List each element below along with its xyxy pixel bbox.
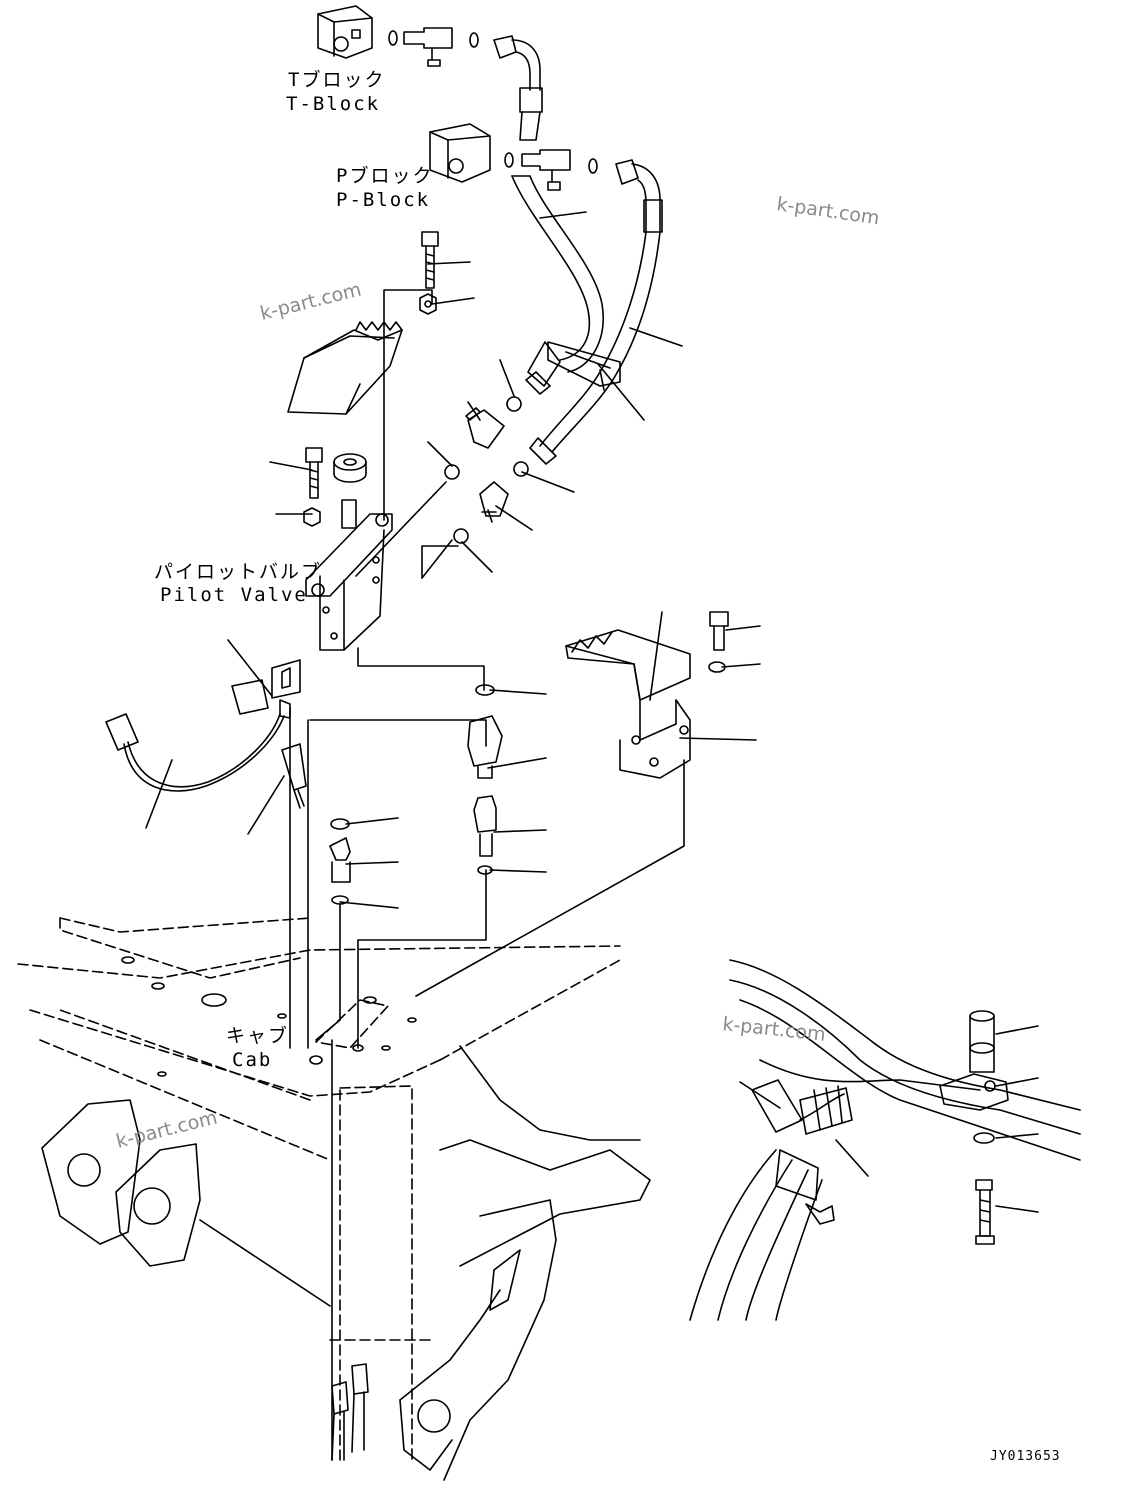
cab-label-en: Cab: [232, 1049, 272, 1071]
pilot-valve-body: [305, 499, 393, 651]
watermark-upper-left: k-part.com: [258, 278, 364, 324]
leader-lines: [145, 211, 761, 909]
t-block-part: [317, 5, 373, 59]
bracket: [565, 611, 729, 779]
pressure-switch-left: [329, 818, 351, 905]
t-block-hose: [493, 35, 543, 141]
t-block-fitting: [388, 27, 479, 67]
p-block-fitting: [504, 149, 598, 191]
pressure-switch-right: [467, 684, 503, 875]
machine-frame: [41, 1045, 651, 1481]
fitting-a: [444, 396, 522, 480]
pilot-valve-label-jp: パイロットバルブ: [154, 560, 322, 583]
harness-detail-inset: [689, 959, 1081, 1321]
bottom-pipes: [331, 1363, 369, 1461]
p-block-label-jp: Pブロック: [336, 164, 433, 187]
p-block-part: [429, 123, 491, 183]
t-block-label-en: T-Block: [286, 93, 380, 115]
bolt-left: [303, 447, 367, 527]
drawing-code: JY013653: [990, 1449, 1061, 1464]
cab-holes: [121, 956, 417, 1077]
p-block-hose: [529, 159, 663, 465]
sensor-harness: [105, 659, 307, 809]
cab-label-jp: キャブ: [226, 1024, 289, 1047]
hose-clamp: [547, 341, 621, 391]
fitting-b: [453, 461, 529, 544]
pedal: [287, 321, 403, 415]
bolt-upper: [419, 231, 439, 315]
watermark-lower-left: k-part.com: [114, 1106, 220, 1152]
cab-frame: [17, 917, 621, 1461]
t-block-label-jp: Tブロック: [288, 68, 385, 91]
p-block-label-en: P-Block: [336, 189, 430, 211]
pilot-valve-label-en: Pilot Valve: [160, 584, 308, 606]
watermark-right: k-part.com: [775, 193, 881, 229]
